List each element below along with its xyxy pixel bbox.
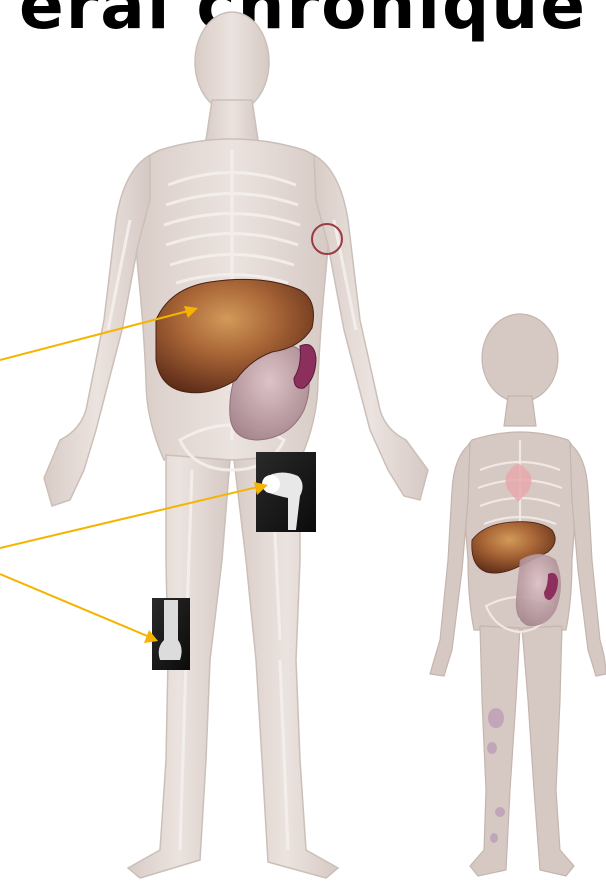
femur-xray <box>256 452 316 532</box>
knee-xray <box>152 598 190 670</box>
child-figure <box>430 314 606 876</box>
adult-figure <box>44 12 428 878</box>
adult-body-silhouette <box>44 12 428 878</box>
knee-pointer <box>0 574 158 643</box>
